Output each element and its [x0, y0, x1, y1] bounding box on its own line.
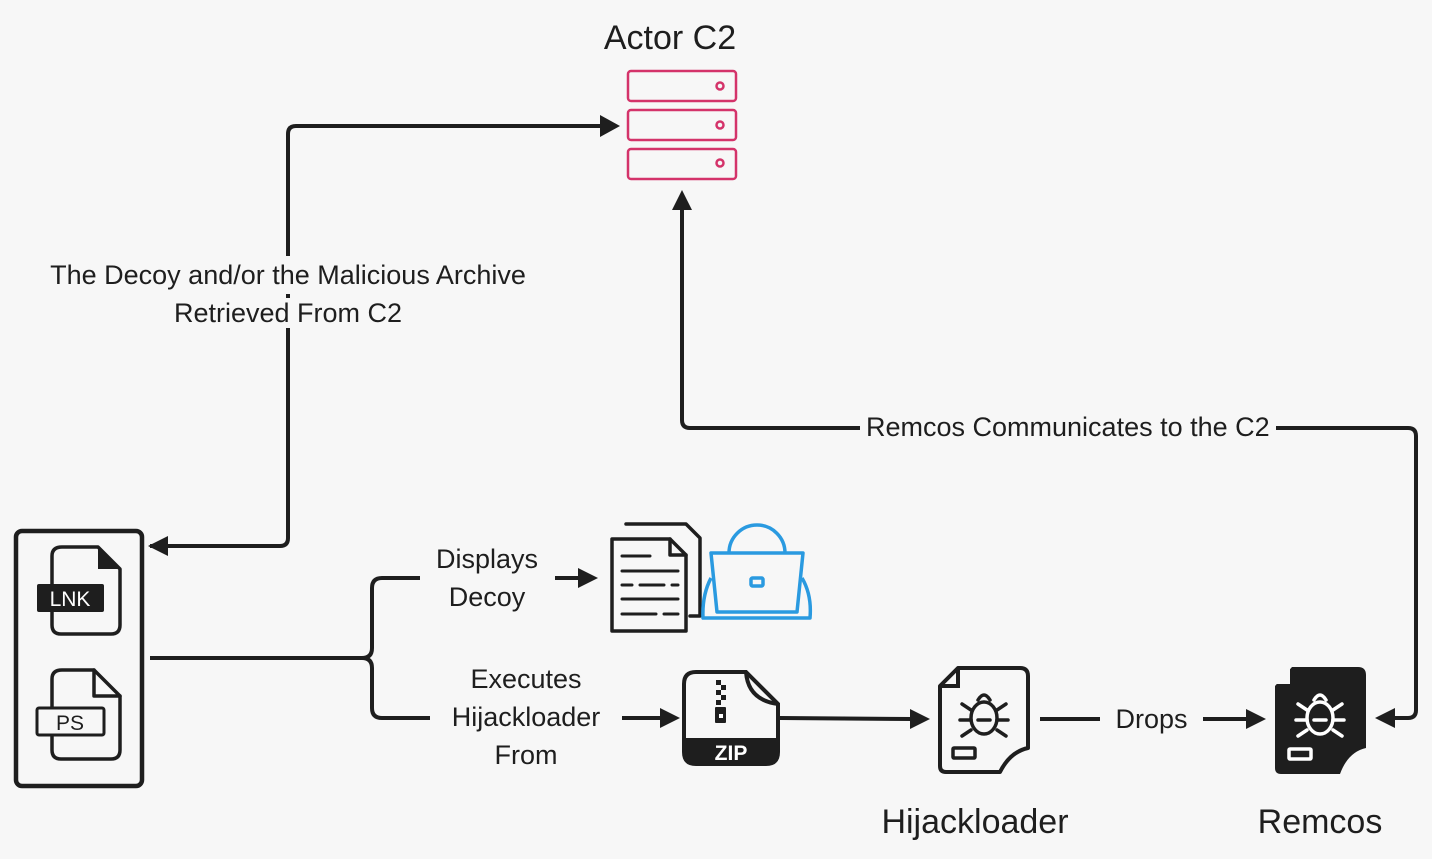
- edge-branch: [150, 568, 1266, 729]
- remcos-c2-edge-label: Remcos Communicates to the C2: [860, 408, 1276, 446]
- arrowhead-to-c2: [600, 115, 620, 137]
- ps-file-icon: PS: [35, 668, 122, 761]
- lnk-file-icon: LNK: [37, 545, 122, 636]
- executes-line1: Executes: [470, 664, 582, 694]
- displays-line2: Decoy: [448, 582, 526, 612]
- displays-line1: Displays: [435, 544, 539, 574]
- retrieve-label-line2: Retrieved From C2: [10, 294, 566, 332]
- drops-edge-label: Drops: [1100, 700, 1203, 738]
- svg-text:PS: PS: [56, 712, 84, 735]
- zip-file-icon[interactable]: ZIP: [682, 670, 780, 766]
- arrowhead-up-to-c2: [672, 190, 692, 210]
- retrieve-edge-label: The Decoy and/or the Malicious Archive R…: [10, 256, 566, 332]
- executes-line2: Hijackloader: [451, 702, 601, 732]
- edge-remcos-to-c2: [672, 190, 1418, 728]
- c2-label: Actor C2: [603, 19, 737, 57]
- arrowhead-to-initial: [148, 536, 168, 556]
- malware-file-icon[interactable]: [938, 666, 1030, 774]
- hijackloader-label: Hijackloader: [881, 803, 1069, 841]
- executes-line3: From: [494, 740, 558, 770]
- arrowhead-to-zip: [660, 708, 680, 728]
- remcos-label: Remcos: [1257, 803, 1383, 841]
- edge-retrieve-from-c2: [148, 115, 620, 556]
- arrowhead-to-hijackloader: [910, 709, 930, 729]
- document-stack-icon[interactable]: [610, 522, 702, 633]
- server-icon[interactable]: [626, 69, 738, 181]
- svg-text:ZIP: ZIP: [715, 742, 748, 765]
- executes-edge-label: Executes Hijackloader From: [430, 660, 622, 774]
- malware-file-filled-icon[interactable]: [1275, 667, 1366, 774]
- displays-edge-label: Displays Decoy: [420, 540, 554, 616]
- arrowhead-to-remcos: [1375, 708, 1395, 728]
- arrowhead-to-remcos-drop: [1246, 709, 1266, 729]
- user-laptop-icon[interactable]: [701, 523, 813, 620]
- svg-text:LNK: LNK: [50, 588, 91, 611]
- initial-files-container[interactable]: LNK PS: [13, 528, 145, 789]
- arrowhead-to-decoy: [578, 568, 598, 588]
- retrieve-label-line1: The Decoy and/or the Malicious Archive: [10, 256, 566, 294]
